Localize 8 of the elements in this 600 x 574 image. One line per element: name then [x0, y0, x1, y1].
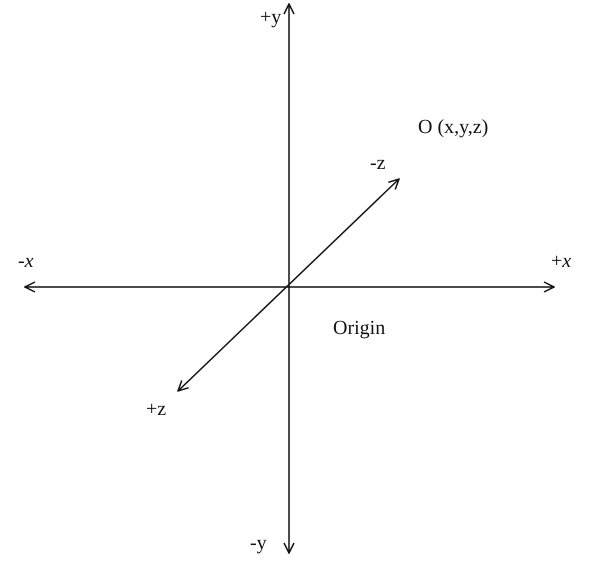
axis-label: +z	[146, 398, 166, 420]
axis-label: -y	[250, 532, 267, 554]
axis-label: -x	[18, 250, 34, 272]
axis-label: +y	[260, 6, 282, 28]
axis-label: +x	[551, 250, 572, 272]
axis-label: -z	[370, 152, 386, 174]
point-label: O (x,y,z)	[418, 116, 488, 138]
origin-label: Origin	[333, 317, 386, 339]
